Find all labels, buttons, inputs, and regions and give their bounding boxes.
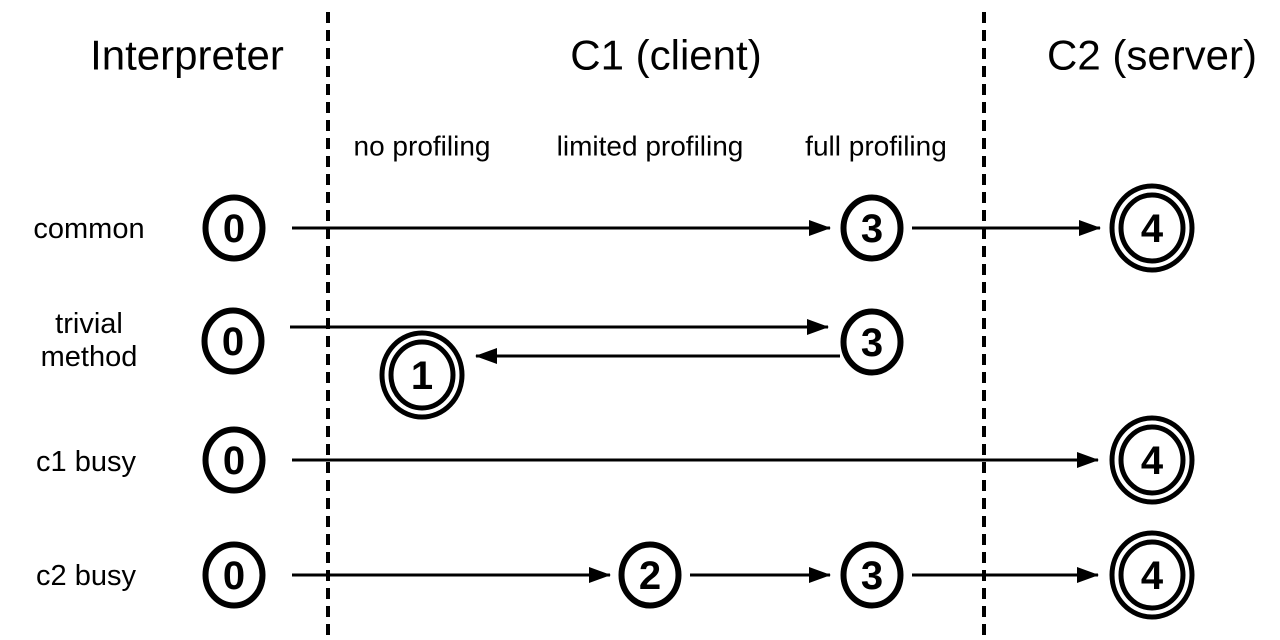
state-node-0: 0 <box>201 307 265 375</box>
state-number: 0 <box>223 207 245 251</box>
final-state-inner-circle <box>1118 539 1186 611</box>
state-node-0: 0 <box>202 541 266 609</box>
phase-label-no-profiling: no profiling <box>354 131 491 162</box>
state-node-0: 0 <box>202 194 266 262</box>
state-circle <box>618 541 682 609</box>
column-header-c2: C2 (server) <box>1047 32 1257 79</box>
state-node-0: 0 <box>202 426 266 494</box>
state-circle <box>201 307 265 375</box>
state-node-3: 3 <box>840 541 904 609</box>
state-circle <box>840 194 904 262</box>
state-number: 3 <box>861 321 883 365</box>
row-label-line-1: trivial <box>55 308 123 340</box>
phase-label-full-profiling: full profiling <box>805 131 947 162</box>
column-header-interpreter: Interpreter <box>90 32 284 79</box>
state-number: 3 <box>861 554 883 598</box>
state-number: 1 <box>411 354 433 398</box>
row-label-line-2: method <box>41 341 138 373</box>
state-circle <box>202 541 266 609</box>
final-state-node-4: 4 <box>1109 530 1195 620</box>
phase-label-limited-profiling: limited profiling <box>557 131 744 162</box>
state-number: 4 <box>1141 439 1164 483</box>
state-number: 4 <box>1141 207 1164 251</box>
state-circle <box>202 426 266 494</box>
state-number: 2 <box>639 554 661 598</box>
column-header-c1: C1 (client) <box>570 32 761 79</box>
final-state-outer-circle <box>379 330 465 420</box>
state-node-3: 3 <box>840 308 904 376</box>
final-state-node-1: 1 <box>379 330 465 420</box>
final-state-outer-circle <box>1109 183 1195 273</box>
state-number: 0 <box>223 439 245 483</box>
row-common: common 0 3 4 <box>33 183 1195 273</box>
row-label: c1 busy <box>36 446 136 478</box>
state-number: 3 <box>861 207 883 251</box>
state-number: 4 <box>1141 554 1164 598</box>
final-state-inner-circle <box>1118 192 1186 264</box>
final-state-outer-circle <box>1109 530 1195 620</box>
row-label: common <box>33 213 144 245</box>
final-state-outer-circle <box>1109 415 1195 505</box>
final-state-node-4: 4 <box>1109 183 1195 273</box>
row-label: c2 busy <box>36 560 136 592</box>
state-node-3: 3 <box>840 194 904 262</box>
state-circle <box>202 194 266 262</box>
row-c2-busy: c2 busy 0 2 3 4 <box>36 530 1195 620</box>
state-node-2: 2 <box>618 541 682 609</box>
final-state-node-4: 4 <box>1109 415 1195 505</box>
state-number: 0 <box>222 320 244 364</box>
row-trivial-method: trivial method 0 3 1 <box>41 307 904 420</box>
state-number: 0 <box>223 554 245 598</box>
state-circle <box>840 308 904 376</box>
final-state-inner-circle <box>388 339 456 411</box>
row-c1-busy: c1 busy 0 4 <box>36 415 1195 505</box>
final-state-inner-circle <box>1118 424 1186 496</box>
state-circle <box>840 541 904 609</box>
